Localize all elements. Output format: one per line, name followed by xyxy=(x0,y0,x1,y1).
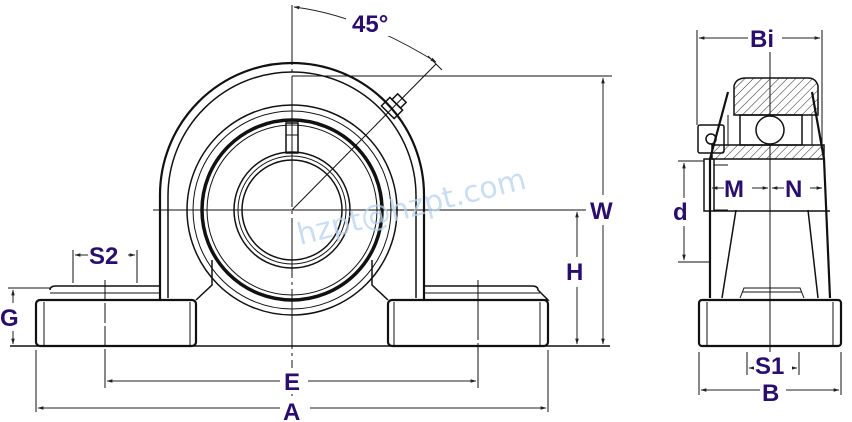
dim-S1-label: S1 xyxy=(755,353,784,380)
dim-N-label: N xyxy=(785,176,802,203)
side-base-block xyxy=(697,298,843,348)
dim-S2-label: S2 xyxy=(89,243,118,270)
bore xyxy=(241,159,343,261)
bearing-outer-race xyxy=(200,118,384,302)
dim-W-label: W xyxy=(590,198,613,225)
dim-d-label: d xyxy=(673,199,688,226)
angle-45-line xyxy=(291,63,437,211)
ball-icon xyxy=(755,115,785,145)
dim-Bi-label: Bi xyxy=(750,26,774,53)
angle-label: 45° xyxy=(352,11,388,38)
dim-E-label: E xyxy=(284,369,300,396)
inner-ring-section xyxy=(711,144,825,160)
dim-H-label: H xyxy=(566,259,583,286)
base-block-right xyxy=(386,298,550,348)
housing-hood xyxy=(158,61,426,300)
housing-ring-outer xyxy=(186,104,398,316)
front-view: 45° W H G S2 E A xyxy=(0,4,618,422)
dim-G-label: G xyxy=(0,305,19,332)
base-right-ledge xyxy=(424,285,550,301)
base-block-left xyxy=(34,298,198,348)
dim-B-label: B xyxy=(762,380,779,407)
base-left-ledge xyxy=(40,285,161,301)
dim-A-label: A xyxy=(283,399,300,422)
dim-M-label: M xyxy=(724,176,744,203)
side-view: Bi M N d S1 B xyxy=(672,24,843,407)
housing-cap-section xyxy=(733,77,819,116)
